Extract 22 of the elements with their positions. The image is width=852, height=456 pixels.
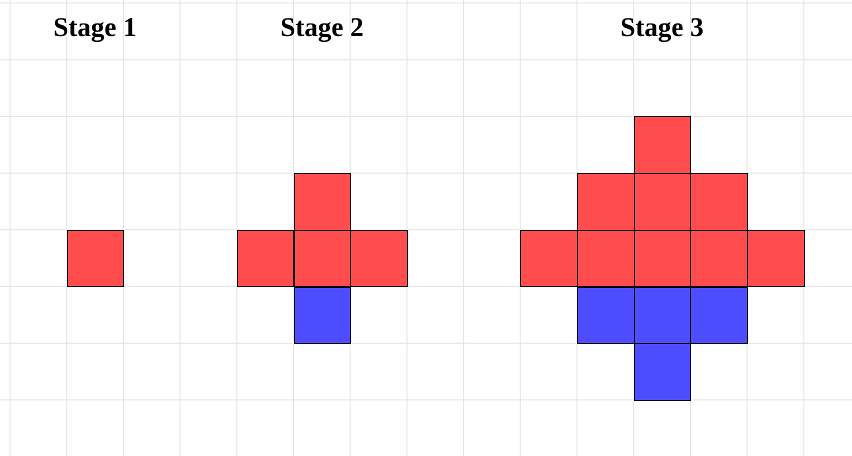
square-tile (577, 173, 635, 231)
square-tile (577, 286, 635, 344)
square-tile (634, 343, 692, 401)
square-tile (690, 173, 748, 231)
stage-title: Stage 1 (53, 12, 137, 43)
stage-title: Stage 2 (280, 12, 364, 43)
square-tile (66, 230, 124, 288)
square-tile (577, 230, 635, 288)
stage-title: Stage 3 (620, 12, 704, 43)
square-tile (236, 230, 294, 288)
square-tile (294, 173, 352, 231)
square-tile (634, 230, 692, 288)
square-tile (747, 230, 805, 288)
square-tile (294, 230, 352, 288)
square-tile (294, 286, 352, 344)
square-tile (520, 230, 578, 288)
square-tile (690, 286, 748, 344)
square-tile (634, 173, 692, 231)
square-tile (350, 230, 408, 288)
square-tile (634, 116, 692, 174)
square-tile (634, 286, 692, 344)
square-tile (690, 230, 748, 288)
